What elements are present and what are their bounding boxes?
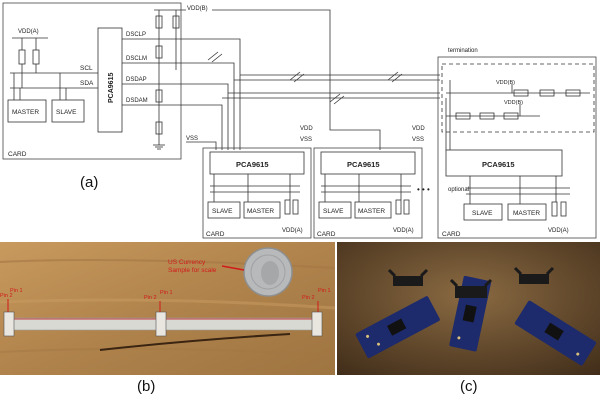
pin2-label-1: Pin 2 (0, 293, 13, 299)
card-3-master-label: MASTER (358, 208, 385, 215)
right-master-label: MASTER (513, 210, 540, 217)
coin-note-line1: US Currency (168, 259, 206, 266)
card-3-slave-label: SLAVE (323, 208, 344, 215)
pcb-board (514, 300, 597, 366)
connector-latch (387, 268, 429, 286)
card-2-master-label: MASTER (247, 208, 274, 215)
sda-label: SDA (80, 80, 94, 87)
left-master-box (7, 99, 47, 123)
card-3-master-box (354, 201, 392, 219)
connector (311, 311, 323, 337)
left-slave-box (51, 99, 85, 123)
photo-b-ribbon-cable: US Currency Sample for scale Pin 2 Pin 1… (0, 242, 335, 375)
dsclm-label: DSCLM (126, 56, 147, 62)
caption-a: (a) (80, 174, 99, 191)
card-3-vdd-a-label: VDD(A) (393, 228, 414, 234)
ellipsis: • • • (417, 185, 430, 194)
right-vdd-a-label: VDD(A) (548, 228, 569, 234)
photo-c-pcb-boards (337, 242, 600, 375)
pullup-resistor (18, 49, 26, 65)
left-master-label: MASTER (12, 109, 39, 116)
right-card-label: CARD (442, 231, 461, 238)
pin2-label-3: Pin 2 (302, 295, 315, 301)
bias-resistor (155, 15, 163, 29)
pin2-label-2: Pin 2 (144, 295, 157, 301)
left-vdd-a-label: VDD(A) (18, 29, 39, 35)
connector (155, 311, 167, 337)
bias-resistor (155, 45, 163, 59)
card-3 (313, 147, 423, 239)
card-2-slave-box (207, 201, 241, 219)
termination-label: termination (448, 48, 478, 54)
left-card (2, 2, 182, 160)
card-3-label: CARD (317, 231, 336, 238)
schematic-panel: CARD VDD(A) SCL SDA MASTER SLAVE PCA9615… (2, 2, 597, 239)
card-2-chip (209, 151, 305, 175)
right-card (437, 56, 597, 239)
optional-label: optional (448, 187, 469, 193)
left-slave-label: SLAVE (56, 109, 77, 116)
bias-resistor (155, 121, 163, 135)
term-vdd-b-label-1: VDD(B) (496, 80, 515, 86)
card-2 (202, 147, 312, 239)
bias-resistor (155, 89, 163, 103)
right-chip-label: PCA9615 (482, 160, 515, 169)
caption-c: (c) (460, 378, 478, 395)
pin1-label-3: Pin 1 (318, 288, 331, 294)
right-master-box (507, 203, 547, 221)
connector-latch (513, 266, 555, 284)
card-2-vdd-a-label: VDD(A) (282, 228, 303, 234)
mid-vdd-label: VDD (300, 126, 313, 132)
left-vdd-b-label: VDD(B) (187, 6, 208, 12)
pin1-label-1: Pin 1 (10, 288, 23, 294)
bias-resistor (172, 15, 180, 29)
card-3-chip (320, 151, 416, 175)
mid-vss-label: VSS (300, 137, 312, 143)
right-chip (445, 149, 563, 177)
right-slave-box (463, 203, 503, 221)
pullup-resistor (32, 49, 40, 65)
dsdam-label: DSDAM (126, 98, 148, 104)
dsdap-label: DSDAP (126, 77, 147, 83)
caption-b: (b) (137, 378, 156, 395)
left-card-label: CARD (8, 151, 27, 158)
dsclp-label: DSCLP (126, 32, 146, 38)
connector (3, 311, 15, 337)
coin-note-line2: Sample for scale (168, 267, 217, 274)
scl-label: SCL (80, 65, 93, 72)
connector-latch (449, 278, 493, 298)
pin1-label-2: Pin 1 (160, 290, 173, 296)
pcb-board (355, 296, 440, 359)
left-vss-label: VSS (186, 136, 198, 142)
left-chip-label: PCA9615 (108, 73, 115, 103)
card-2-master-box (243, 201, 281, 219)
card-2-chip-label: PCA9615 (236, 160, 269, 169)
term-vdd-b-label-2: VDD(B) (504, 100, 523, 106)
card-3-slave-box (318, 201, 352, 219)
right-slave-label: SLAVE (472, 210, 493, 217)
right-vss-label: VSS (412, 137, 424, 143)
right-vdd-label: VDD (412, 126, 425, 132)
left-pca9615-chip (97, 27, 123, 133)
card-3-chip-label: PCA9615 (347, 160, 380, 169)
card-2-slave-label: SLAVE (212, 208, 233, 215)
termination-box (441, 63, 595, 133)
card-2-label: CARD (206, 231, 225, 238)
